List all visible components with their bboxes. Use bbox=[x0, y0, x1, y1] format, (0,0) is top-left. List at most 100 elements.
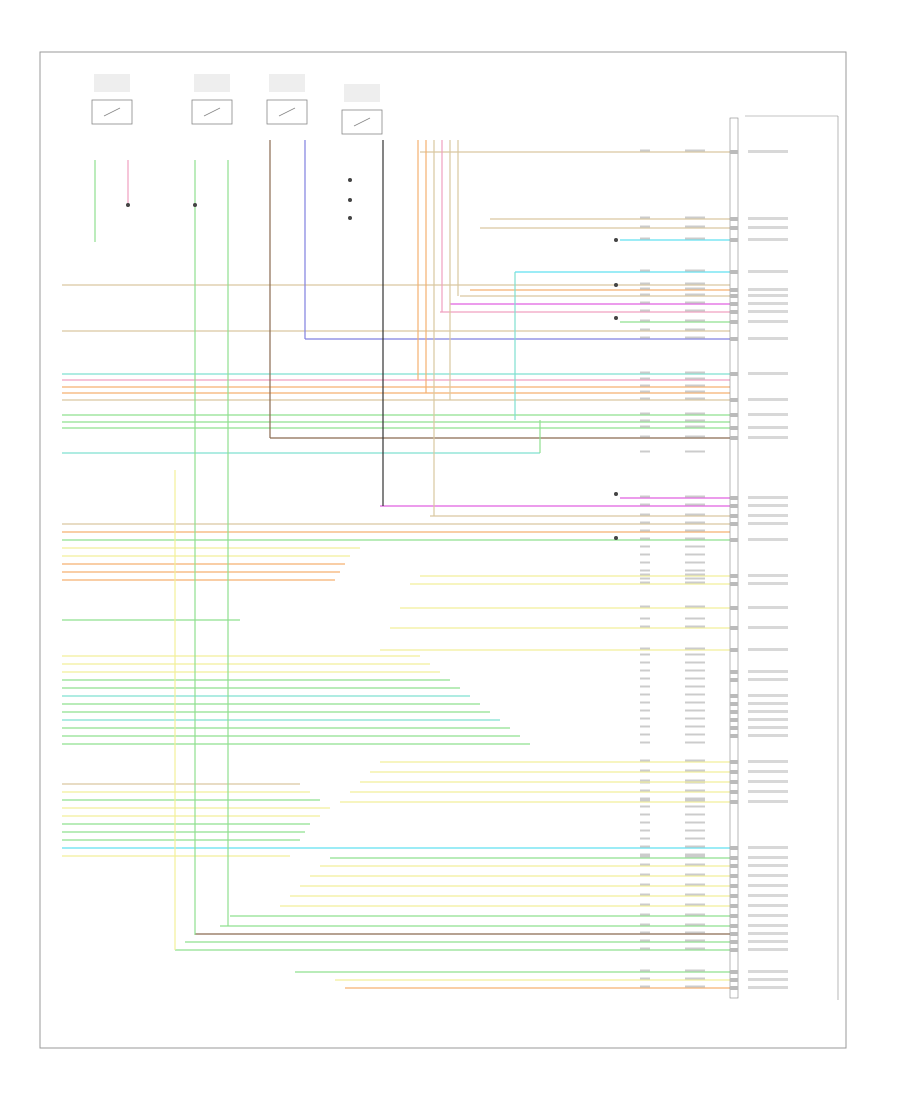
pin-function-mark bbox=[748, 522, 788, 525]
splice-point bbox=[348, 198, 352, 202]
wire-color-mark bbox=[685, 545, 705, 548]
pin-function-mark bbox=[748, 760, 788, 763]
wire-circuit-mark bbox=[640, 301, 650, 304]
wire-circuit-mark bbox=[640, 412, 650, 415]
pin-function-mark bbox=[748, 372, 788, 375]
sensor-symbol bbox=[266, 74, 308, 125]
connector-pin bbox=[730, 294, 738, 298]
wire-color-mark bbox=[685, 216, 705, 219]
connector-pin bbox=[730, 538, 738, 542]
wire-circuit-mark bbox=[640, 513, 650, 516]
wire-circuit-mark bbox=[640, 893, 650, 896]
wire-color-mark bbox=[685, 779, 705, 782]
splice-point bbox=[614, 283, 618, 287]
connector-pin bbox=[730, 894, 738, 898]
wire-color-mark bbox=[685, 903, 705, 906]
wire-color-mark bbox=[685, 309, 705, 312]
wire-color-mark bbox=[685, 709, 705, 712]
wire-color-mark bbox=[685, 225, 705, 228]
wire-circuit-mark bbox=[640, 309, 650, 312]
wire-circuit-mark bbox=[640, 573, 650, 576]
wire-circuit-mark bbox=[640, 769, 650, 772]
pin-function-mark bbox=[748, 874, 788, 877]
wire-circuit-mark bbox=[640, 377, 650, 380]
wire-color-mark bbox=[685, 799, 705, 802]
wire-circuit-mark bbox=[640, 653, 650, 656]
sensor-body bbox=[191, 99, 233, 125]
splice-point bbox=[614, 492, 618, 496]
pin-function-mark bbox=[748, 574, 788, 577]
splice-point bbox=[193, 203, 197, 207]
sensor-element bbox=[203, 107, 221, 117]
connector-pin bbox=[730, 226, 738, 230]
wire-circuit-mark bbox=[640, 693, 650, 696]
wire-circuit-mark bbox=[640, 837, 650, 840]
connector-pin bbox=[730, 496, 738, 500]
connector-pin bbox=[730, 734, 738, 738]
sensor-body bbox=[91, 99, 133, 125]
pin-function-mark bbox=[748, 320, 788, 323]
pin-function-mark bbox=[748, 670, 788, 673]
pin-function-mark bbox=[748, 940, 788, 943]
wire-color-mark bbox=[685, 269, 705, 272]
wire-circuit-mark bbox=[640, 829, 650, 832]
pin-function-mark bbox=[748, 496, 788, 499]
wire-color-mark bbox=[685, 883, 705, 886]
wire-circuit-mark bbox=[640, 569, 650, 572]
connector-pin bbox=[730, 436, 738, 440]
wire-circuit-mark bbox=[640, 269, 650, 272]
wire-circuit-mark bbox=[640, 336, 650, 339]
wire-circuit-mark bbox=[640, 863, 650, 866]
wire-color-mark bbox=[685, 759, 705, 762]
connector-pin bbox=[730, 648, 738, 652]
connector-pin bbox=[730, 150, 738, 154]
wire-color-mark bbox=[685, 893, 705, 896]
connector-pin bbox=[730, 874, 738, 878]
connector-pin bbox=[730, 932, 738, 936]
wire-circuit-mark bbox=[640, 435, 650, 438]
wire-color-mark bbox=[685, 661, 705, 664]
wire-color-mark bbox=[685, 521, 705, 524]
wire-color-mark bbox=[685, 425, 705, 428]
connector-pin bbox=[730, 372, 738, 376]
wire-circuit-mark bbox=[640, 319, 650, 322]
pin-function-mark bbox=[748, 337, 788, 340]
pin-function-mark bbox=[748, 924, 788, 927]
wire-color-mark bbox=[685, 561, 705, 564]
connector-pin bbox=[730, 726, 738, 730]
connector-pin bbox=[730, 398, 738, 402]
wire-color-mark bbox=[685, 529, 705, 532]
wire-color-mark bbox=[685, 685, 705, 688]
connector-pin bbox=[730, 310, 738, 314]
wire-color-mark bbox=[685, 947, 705, 950]
sensor-body bbox=[266, 99, 308, 125]
sensor-label-block bbox=[269, 74, 305, 92]
wire-color-mark bbox=[685, 573, 705, 576]
wire-color-mark bbox=[685, 537, 705, 540]
wire-color-mark bbox=[685, 390, 705, 393]
wire-color-mark bbox=[685, 821, 705, 824]
connector-pin bbox=[730, 694, 738, 698]
pin-function-mark bbox=[748, 648, 788, 651]
wire-color-mark bbox=[685, 577, 705, 580]
wire-color-mark bbox=[685, 805, 705, 808]
wire-circuit-mark bbox=[640, 873, 650, 876]
wire-circuit-mark bbox=[640, 390, 650, 393]
pin-function-mark bbox=[748, 582, 788, 585]
wire-circuit-mark bbox=[640, 903, 650, 906]
wire-circuit-mark bbox=[640, 985, 650, 988]
pin-function-mark bbox=[748, 413, 788, 416]
wire-circuit-mark bbox=[640, 669, 650, 672]
pin-function-mark bbox=[748, 606, 788, 609]
wire-circuit-mark bbox=[640, 605, 650, 608]
splice-point bbox=[614, 238, 618, 242]
wire-circuit-mark bbox=[640, 845, 650, 848]
connector-pin bbox=[730, 270, 738, 274]
wire-circuit-mark bbox=[640, 685, 650, 688]
connector-pin bbox=[730, 426, 738, 430]
wire-circuit-mark bbox=[640, 287, 650, 290]
pin-function-mark bbox=[748, 734, 788, 737]
sensor-symbol bbox=[91, 74, 133, 125]
wire-circuit-mark bbox=[640, 717, 650, 720]
wire-circuit-mark bbox=[640, 759, 650, 762]
